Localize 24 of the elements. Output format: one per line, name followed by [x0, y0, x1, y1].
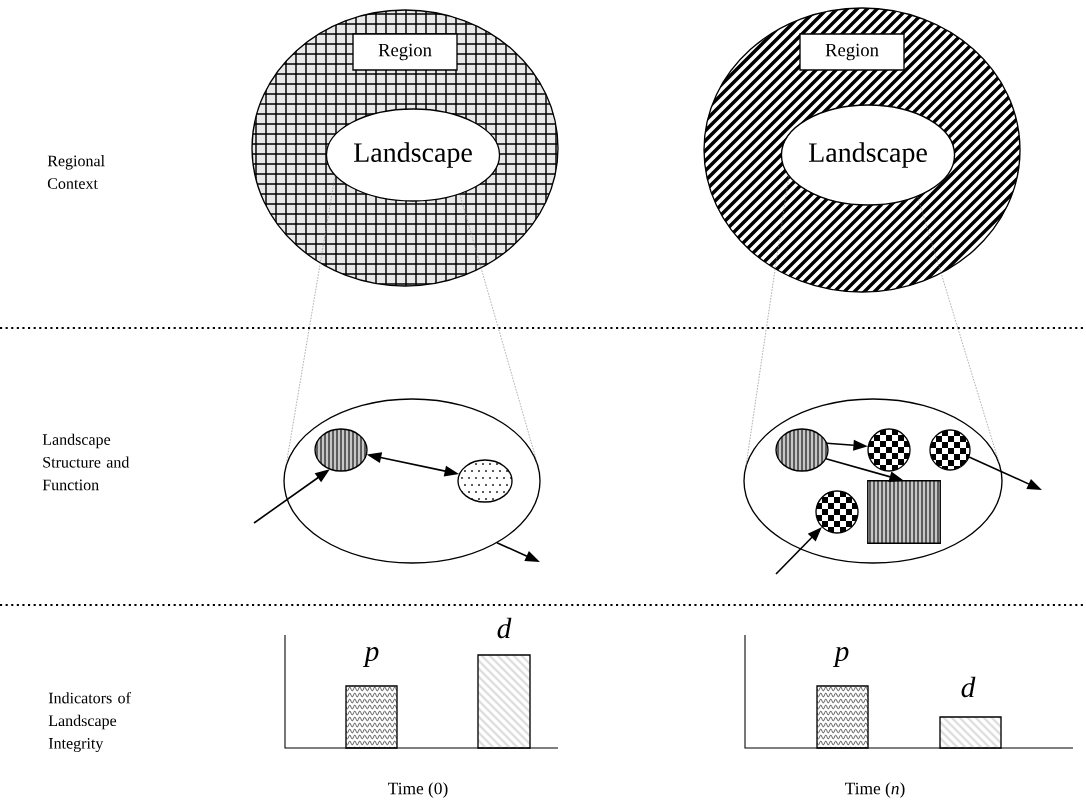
region-label: Region	[352, 33, 458, 71]
axis-label: Time (0)	[388, 782, 448, 798]
arrow	[775, 527, 822, 575]
region-label: Region	[799, 33, 905, 71]
zoom-line	[459, 194, 538, 464]
bar-label: p	[362, 647, 379, 668]
patch-ellipse	[314, 428, 368, 472]
patch-ellipse	[457, 459, 513, 503]
zoom-line	[285, 175, 336, 466]
landscape-ellipse	[283, 398, 541, 564]
bar-label: p	[832, 647, 849, 668]
patch-circle	[929, 429, 971, 471]
patch-circle	[867, 428, 911, 472]
zoom-line	[917, 196, 1000, 464]
patch-ellipse	[775, 428, 829, 472]
axis-label: Time (n)	[845, 782, 905, 798]
row-label: Regional Context	[47, 155, 105, 189]
row-label: Indicators of Landscape Integrity	[48, 692, 131, 753]
zoom-line	[745, 175, 790, 466]
row-label: Landscape Structure and Function	[42, 433, 130, 491]
patch-rectangle	[867, 480, 941, 544]
bar-label: d	[961, 676, 976, 698]
bar-label: d	[497, 617, 512, 639]
patch-circle	[815, 490, 859, 534]
